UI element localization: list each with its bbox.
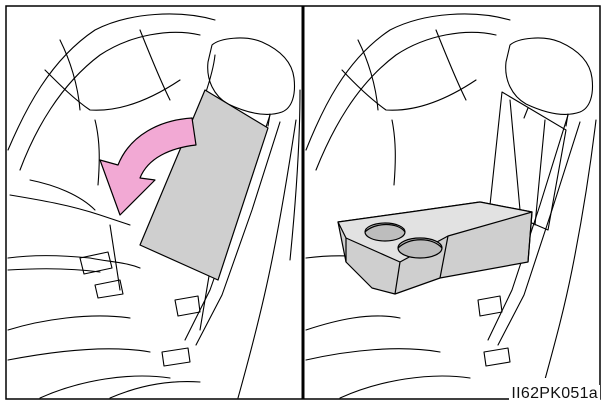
- right-buckle-1: [484, 348, 510, 366]
- right-seat-contour-2: [342, 70, 476, 110]
- left-seat-contour-4: [95, 120, 99, 185]
- left-seat-cushion: [8, 256, 140, 268]
- left-seat-contour-3: [140, 30, 170, 100]
- left-buckle-3: [162, 348, 190, 366]
- cupholder-1: [365, 223, 405, 241]
- right-seat-lower-2: [306, 349, 440, 360]
- left-buckle-4: [175, 296, 200, 316]
- left-seat-bottom-2: [110, 382, 200, 398]
- right-seat-lower: [306, 316, 400, 330]
- right-right-seat-edge: [540, 120, 596, 398]
- left-seat-cushion-2: [8, 269, 100, 272]
- lowered-armrest: [338, 202, 532, 294]
- figure-code-label: II62PK051a: [509, 385, 600, 403]
- right-seat-contour-4: [392, 120, 395, 185]
- cupholder-2: [398, 238, 442, 258]
- right-headrest: [506, 38, 593, 114]
- left-seat-contour-5: [30, 180, 95, 210]
- right-buckle-2: [478, 296, 502, 316]
- right-seatback-inner: [316, 32, 496, 170]
- left-seat-lower-2: [8, 349, 150, 360]
- right-seat-contour-1: [358, 40, 378, 110]
- left-seat-contour-6: [10, 195, 130, 225]
- right-cavity-inner: [510, 100, 520, 210]
- right-headrest-post-1: [524, 108, 528, 118]
- right-seatback-outline: [306, 14, 510, 150]
- right-cavity-inner-2: [535, 120, 545, 225]
- left-panel: [8, 14, 300, 398]
- left-right-seat-edge-2: [290, 90, 300, 260]
- right-seat-bottom: [340, 376, 470, 398]
- left-seat-bottom: [40, 376, 170, 398]
- left-seat-lower: [8, 316, 130, 330]
- left-armrest-stowed: [140, 90, 268, 280]
- left-seat-contour-2: [45, 70, 180, 110]
- right-seat-contour-3: [436, 30, 466, 100]
